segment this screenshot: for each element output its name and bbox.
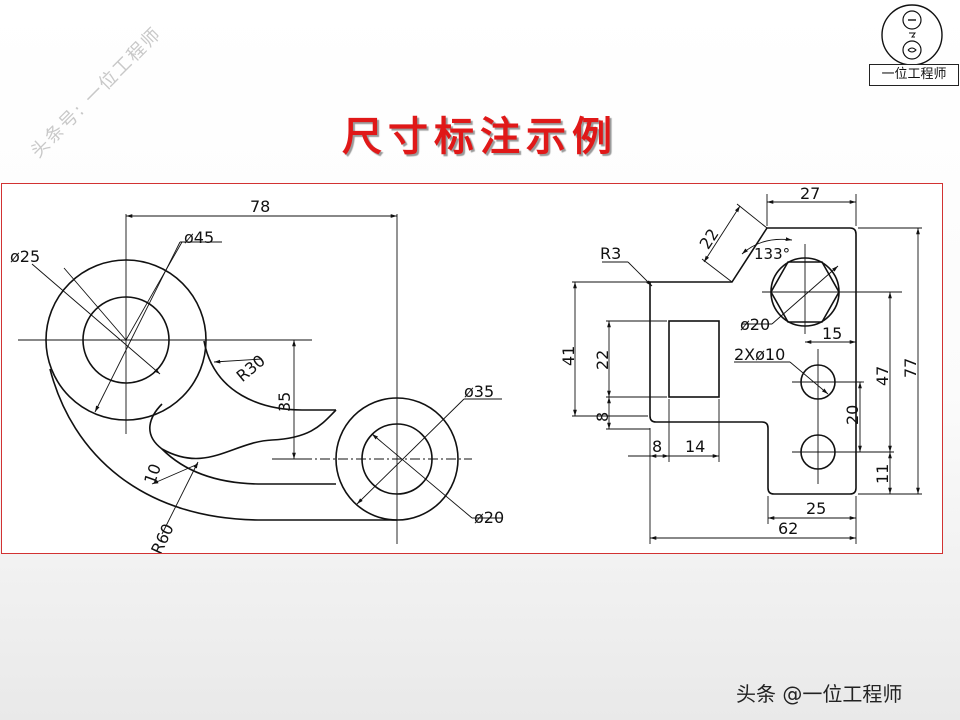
plate-outline <box>649 227 857 495</box>
dim-r3: R3 <box>600 244 621 263</box>
credit-text: 头条 @一位工程师 <box>736 682 903 706</box>
slot-rect <box>668 320 720 398</box>
leader-r30 <box>213 358 263 364</box>
dim-22-vertical: 22 <box>593 350 612 370</box>
dim-77: 77 <box>901 358 920 378</box>
dim-r60: R60 <box>147 521 178 553</box>
dim-d20-hex: ø20 <box>740 315 770 334</box>
dim-r30: R30 <box>233 351 269 386</box>
leader-d25 <box>31 263 161 375</box>
dim-angle-133: 133° <box>754 245 790 263</box>
right-part-drawing <box>572 194 922 544</box>
dim-41: 41 <box>559 346 578 366</box>
logo-label: 一位工程师 <box>869 64 959 86</box>
dim-2x-d10: 2Xø10 <box>734 345 785 364</box>
logo-emblem <box>881 4 943 66</box>
left-part-drawing <box>18 214 502 544</box>
leader-d45 <box>94 241 181 413</box>
dim-8-horizontal: 8 <box>652 437 662 456</box>
right-dim-text: 27 22 133° R3 41 22 8 ø20 15 2Xø10 47 77… <box>559 184 920 538</box>
dim-14: 14 <box>685 437 705 456</box>
dim-25: 25 <box>806 499 826 518</box>
dim-d25: ø25 <box>10 247 40 266</box>
inner-lower-arc <box>161 448 336 485</box>
drawing-panel: 78 ø45 ø25 R30 35 ø35 ø20 10 R60 <box>1 183 943 554</box>
left-centerlines <box>18 214 472 544</box>
left-dim-text: 78 ø45 ø25 R30 35 ø35 ø20 10 R60 <box>10 197 504 553</box>
dim-78: 78 <box>250 197 270 216</box>
dim-10: 10 <box>140 461 165 487</box>
dim-35-vertical: 35 <box>275 392 294 412</box>
dim-d20: ø20 <box>474 508 504 527</box>
leader-10 <box>151 463 199 485</box>
outer-lower-arc <box>49 368 397 521</box>
inner-slot-profile <box>149 403 337 460</box>
right-centerlines <box>762 244 902 484</box>
technical-drawing: 78 ø45 ø25 R30 35 ø35 ø20 10 R60 <box>10 184 922 553</box>
dim-8-vertical: 8 <box>593 412 612 422</box>
dim-11: 11 <box>873 464 892 484</box>
page-title: 尺寸标注示例 <box>342 114 618 160</box>
dim-62: 62 <box>778 519 798 538</box>
leader-d35 <box>356 398 465 505</box>
dim-22-angled: 22 <box>696 225 723 252</box>
dim-d35: ø35 <box>464 382 494 401</box>
dim-15: 15 <box>822 324 842 343</box>
dim-47: 47 <box>873 366 892 386</box>
leader-d20 <box>371 433 473 519</box>
dim-d45: ø45 <box>184 228 214 247</box>
leader-r60 <box>161 461 199 535</box>
dim-20-vertical: 20 <box>843 405 862 425</box>
dim-27: 27 <box>800 184 820 203</box>
slot-filler <box>162 401 181 414</box>
upper-arc-profile <box>203 340 336 411</box>
